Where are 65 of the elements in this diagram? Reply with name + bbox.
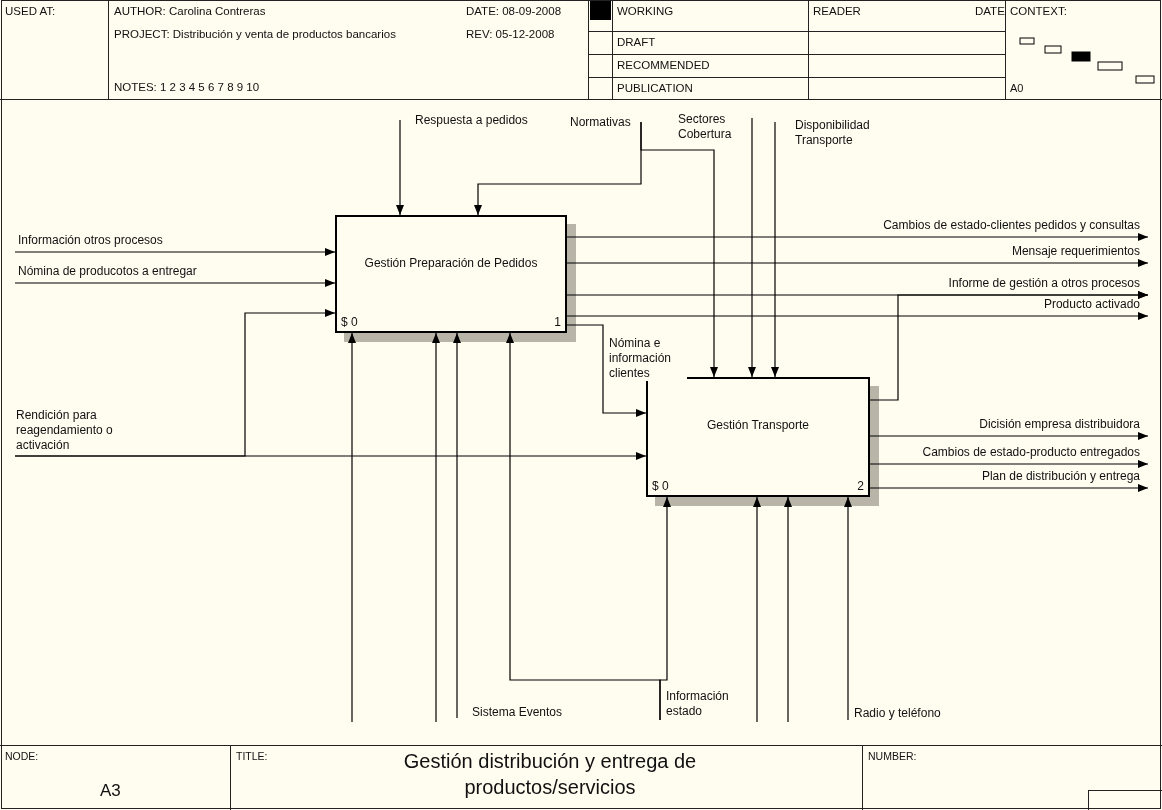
flow-label: Cambios de estado-producto entregados xyxy=(872,443,1148,464)
flow-label: Sistema Eventos xyxy=(457,702,587,722)
flow-label: Normativas xyxy=(570,114,641,130)
activity-name: Gestión Preparación de Pedidos xyxy=(363,255,539,272)
activity-name: Gestión Transporte xyxy=(705,418,811,435)
arrow xyxy=(784,496,792,723)
flow-label: Plan de distribución y entrega xyxy=(910,467,1148,488)
flow-label: Cambios de estado-clientes pedidos y consultas xyxy=(800,214,1148,237)
flow-label: Respuesta a pedidos xyxy=(400,112,565,128)
diagram-title: Gestión distribución y entrega de productos/servicios xyxy=(402,749,698,800)
arrow xyxy=(869,291,1149,401)
arrow xyxy=(844,496,852,721)
flow-label: Sectores Cobertura xyxy=(678,112,752,144)
header-text: A0 xyxy=(1010,82,1024,96)
flow-label: Producto activado xyxy=(990,295,1148,316)
header-text: NOTES: 1 2 3 4 5 6 7 8 9 10 xyxy=(114,80,260,95)
edge-label: Nómina e información clientes xyxy=(609,336,687,381)
arrow xyxy=(566,259,1149,267)
flow-label: Informe de gestión a otros procesos xyxy=(870,274,1148,295)
flow-label: Rendición para reagendamiento o activación xyxy=(15,400,155,456)
arrow xyxy=(748,117,756,378)
flow-label: Disponibilidad Transporte xyxy=(775,118,893,150)
header-text: USED AT: xyxy=(5,4,56,19)
arrow xyxy=(566,312,1149,320)
header-text: PROJECT: Distribución y venta de productos bancarios xyxy=(114,27,397,42)
flow-label: Información otros procesos xyxy=(15,230,235,252)
arrow xyxy=(566,324,647,417)
header-text: DATE: 08-09-2008 xyxy=(466,4,562,19)
header-text: TITLE: xyxy=(236,750,268,764)
arrow xyxy=(566,233,1149,241)
header-text: WORKING xyxy=(617,4,674,19)
header-text: DATE xyxy=(975,4,1005,19)
flow-label: Nómina de producotos a entregar xyxy=(15,262,255,283)
header-text: REV: 05-12-2008 xyxy=(466,27,555,42)
activity-number: 1 xyxy=(554,315,561,329)
flow-label: Radio y teléfono xyxy=(848,704,973,722)
arrow xyxy=(771,121,779,378)
flow-label: Dicisión empresa distribuidora xyxy=(920,415,1148,436)
header-text: DRAFT xyxy=(617,35,656,50)
arrow xyxy=(14,248,336,256)
header-text: NUMBER: xyxy=(868,750,917,764)
arrow xyxy=(869,432,1149,440)
arrow xyxy=(640,121,718,378)
flow-label: Información estado xyxy=(660,686,750,722)
arrow xyxy=(348,332,356,723)
cost-label: $ 0 xyxy=(652,479,669,493)
header-text: NODE: xyxy=(5,750,39,764)
arrow xyxy=(869,484,1149,492)
arrow xyxy=(869,460,1149,468)
header-text: RECOMMENDED xyxy=(617,58,710,73)
arrow xyxy=(659,496,671,721)
flow-label: Mensaje requerimientos xyxy=(940,242,1148,263)
arrow xyxy=(753,496,761,723)
header-text: PUBLICATION xyxy=(617,81,693,96)
header-text: READER xyxy=(813,4,861,19)
arrow xyxy=(432,332,440,723)
activity-number: 2 xyxy=(857,479,864,493)
arrow xyxy=(396,119,404,216)
cost-label: $ 0 xyxy=(341,315,358,329)
arrow xyxy=(14,452,647,460)
arrow xyxy=(14,279,336,287)
header-text: AUTHOR: Carolina Contreras xyxy=(114,4,266,19)
header-text: A3 xyxy=(100,780,121,802)
arrow xyxy=(453,332,461,719)
header-text: CONTEXT: xyxy=(1010,4,1067,19)
